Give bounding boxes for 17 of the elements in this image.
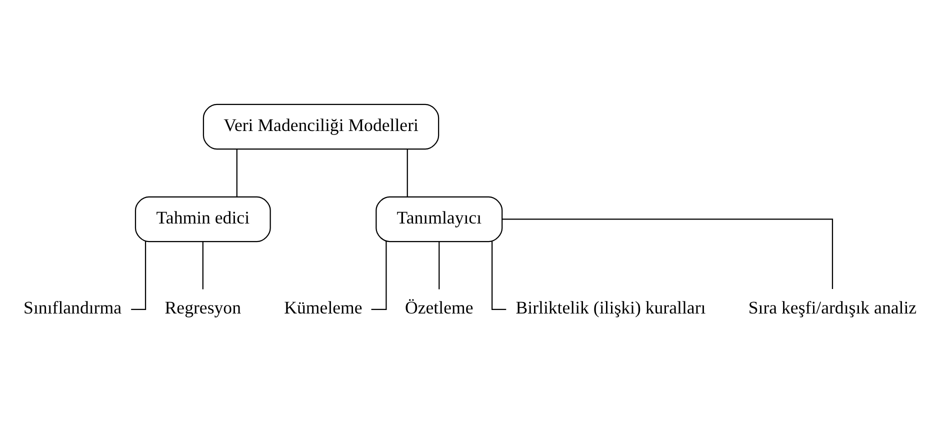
node-box: Tanımlayıcı bbox=[376, 196, 503, 242]
node-text: Sınıflandırma bbox=[24, 298, 122, 318]
node-box: Tahmin edici bbox=[134, 196, 271, 242]
node-text: Birliktelik (ilişki) kuralları bbox=[516, 298, 706, 318]
connector bbox=[406, 149, 408, 197]
node-box: Veri Madenciliği Modelleri bbox=[202, 104, 440, 150]
connector bbox=[438, 242, 440, 290]
node-text: Kümeleme bbox=[284, 298, 362, 318]
node-text: Özetleme bbox=[405, 298, 474, 318]
connector bbox=[131, 242, 146, 310]
node-text: Sıra keşfi/ardışık analiz bbox=[748, 298, 917, 318]
connector bbox=[502, 218, 834, 289]
node-text: Regresyon bbox=[164, 298, 241, 318]
connector bbox=[202, 242, 204, 290]
connector bbox=[371, 242, 387, 310]
connector bbox=[236, 149, 238, 197]
connector bbox=[492, 242, 506, 310]
